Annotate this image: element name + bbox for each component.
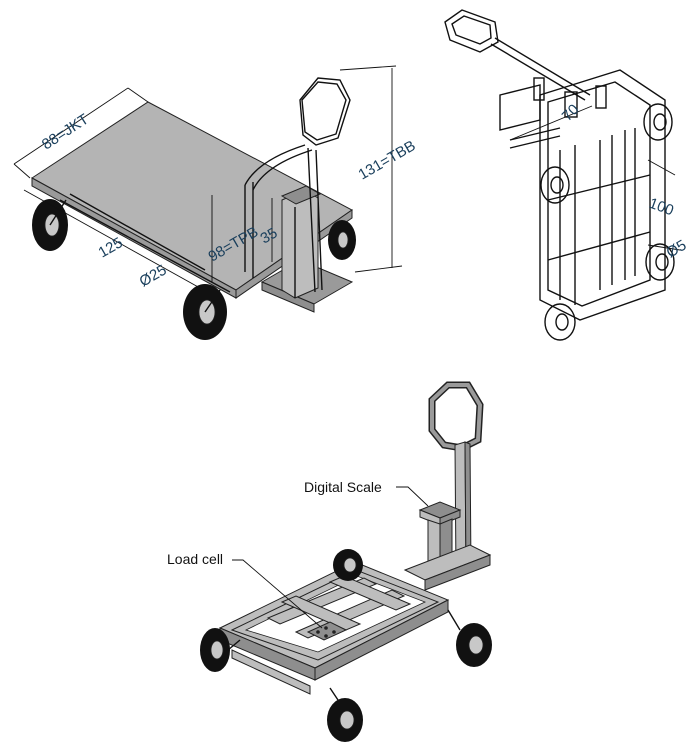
assembly-wheel-front-right bbox=[456, 623, 492, 667]
frame-view-wheel-left bbox=[540, 166, 570, 204]
frame-view-wheel-bottom-left bbox=[544, 303, 576, 341]
handle-grip bbox=[299, 77, 351, 146]
frame-view-wheel-bottom-right bbox=[645, 243, 675, 281]
digital-scale-callout: Digital Scale bbox=[304, 479, 382, 495]
assembly-wheel-bottom bbox=[327, 698, 363, 742]
assembly-wheel-front-left bbox=[200, 628, 230, 672]
shaded-assembly-view: Digital Scale Load cell bbox=[167, 381, 492, 742]
dim-frame-height-label: 100 bbox=[647, 195, 676, 220]
frame-oblique-view: 70 100 Ø5 bbox=[444, 9, 689, 341]
load-cell-callout: Load cell bbox=[167, 551, 223, 567]
wheel-rear-right bbox=[328, 220, 356, 260]
frame-view-handle bbox=[444, 9, 499, 53]
dim-35-label: 35 bbox=[258, 224, 281, 247]
dim-wheel-diameter-label: Ø25 bbox=[137, 262, 170, 291]
load-cell-leader bbox=[232, 559, 323, 629]
dim-total-height-label: 131=TBB bbox=[356, 137, 419, 183]
digital-scale-leader bbox=[396, 486, 429, 507]
assembly-load-cell bbox=[306, 621, 348, 641]
isometric-dimensioned-view: 88=JKT 125 Ø25 98=TPB 35 131=TBB bbox=[13, 65, 419, 340]
assembly-wheel-back-left bbox=[333, 549, 363, 581]
dim-handle-offset-label: 70 bbox=[559, 101, 583, 125]
dim-length-label: 125 bbox=[96, 234, 126, 261]
frame-view-wheel-top-right bbox=[643, 103, 673, 141]
